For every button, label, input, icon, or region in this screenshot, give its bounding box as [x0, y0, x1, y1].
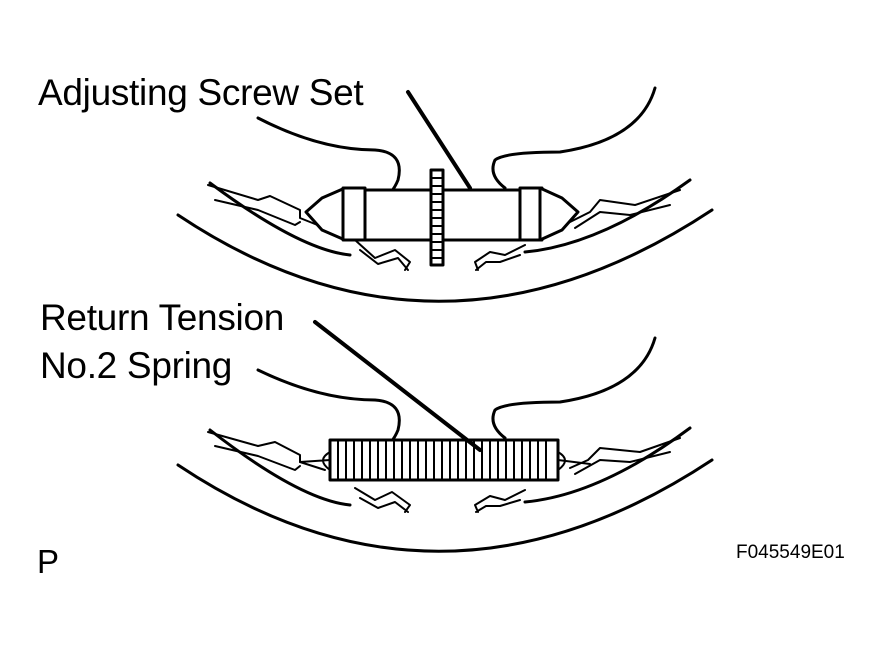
top-right-shoe-bracket	[569, 189, 681, 229]
adjuster-center-body	[363, 188, 433, 242]
adjuster-left-socket	[341, 186, 367, 242]
return-tension-label-line2: No.2 Spring	[40, 345, 233, 386]
top-shoe-web-right	[491, 86, 657, 190]
adjuster-right-body	[440, 188, 524, 242]
top-brake-assembly	[176, 86, 714, 303]
bottom-drum-inner-arc-right	[523, 426, 692, 504]
adjuster-left-cone	[304, 186, 347, 242]
adjusting-screw-leader-line	[406, 90, 472, 190]
bottom-left-shoe-bracket	[207, 431, 326, 471]
adjuster-right-cone	[538, 186, 580, 242]
top-left-lower-tab	[354, 239, 411, 271]
top-shoe-web-left	[256, 116, 401, 202]
bottom-left-lower-tab	[354, 487, 411, 513]
bottom-shoe-web-left	[256, 368, 401, 452]
bottom-drum-outer-arc	[176, 458, 714, 553]
view-letter-label: P	[37, 543, 60, 580]
return-spring-left-hook	[299, 451, 331, 471]
return-spring-right-hook	[557, 451, 591, 471]
return-spring-leader-line	[313, 320, 482, 452]
return-spring-body	[328, 438, 560, 482]
top-drum-outer-arc	[176, 208, 714, 303]
figure-code-label: F045549E01	[736, 542, 845, 563]
bottom-drum-inner-arc-left	[208, 428, 352, 507]
top-right-lower-tab	[474, 244, 526, 271]
bottom-brake-assembly	[176, 320, 714, 553]
adjuster-star-wheel-teeth	[430, 177, 444, 259]
adjusting-screw-set-label: Adjusting Screw Set	[38, 72, 364, 113]
top-drum-inner-arc-left	[208, 181, 352, 257]
return-spring-coils	[337, 439, 547, 481]
bottom-shoe-web-right	[491, 336, 657, 440]
top-left-shoe-bracket	[207, 184, 326, 229]
bottom-right-lower-tab	[474, 489, 526, 513]
return-tension-label-line1: Return Tension	[40, 297, 284, 338]
